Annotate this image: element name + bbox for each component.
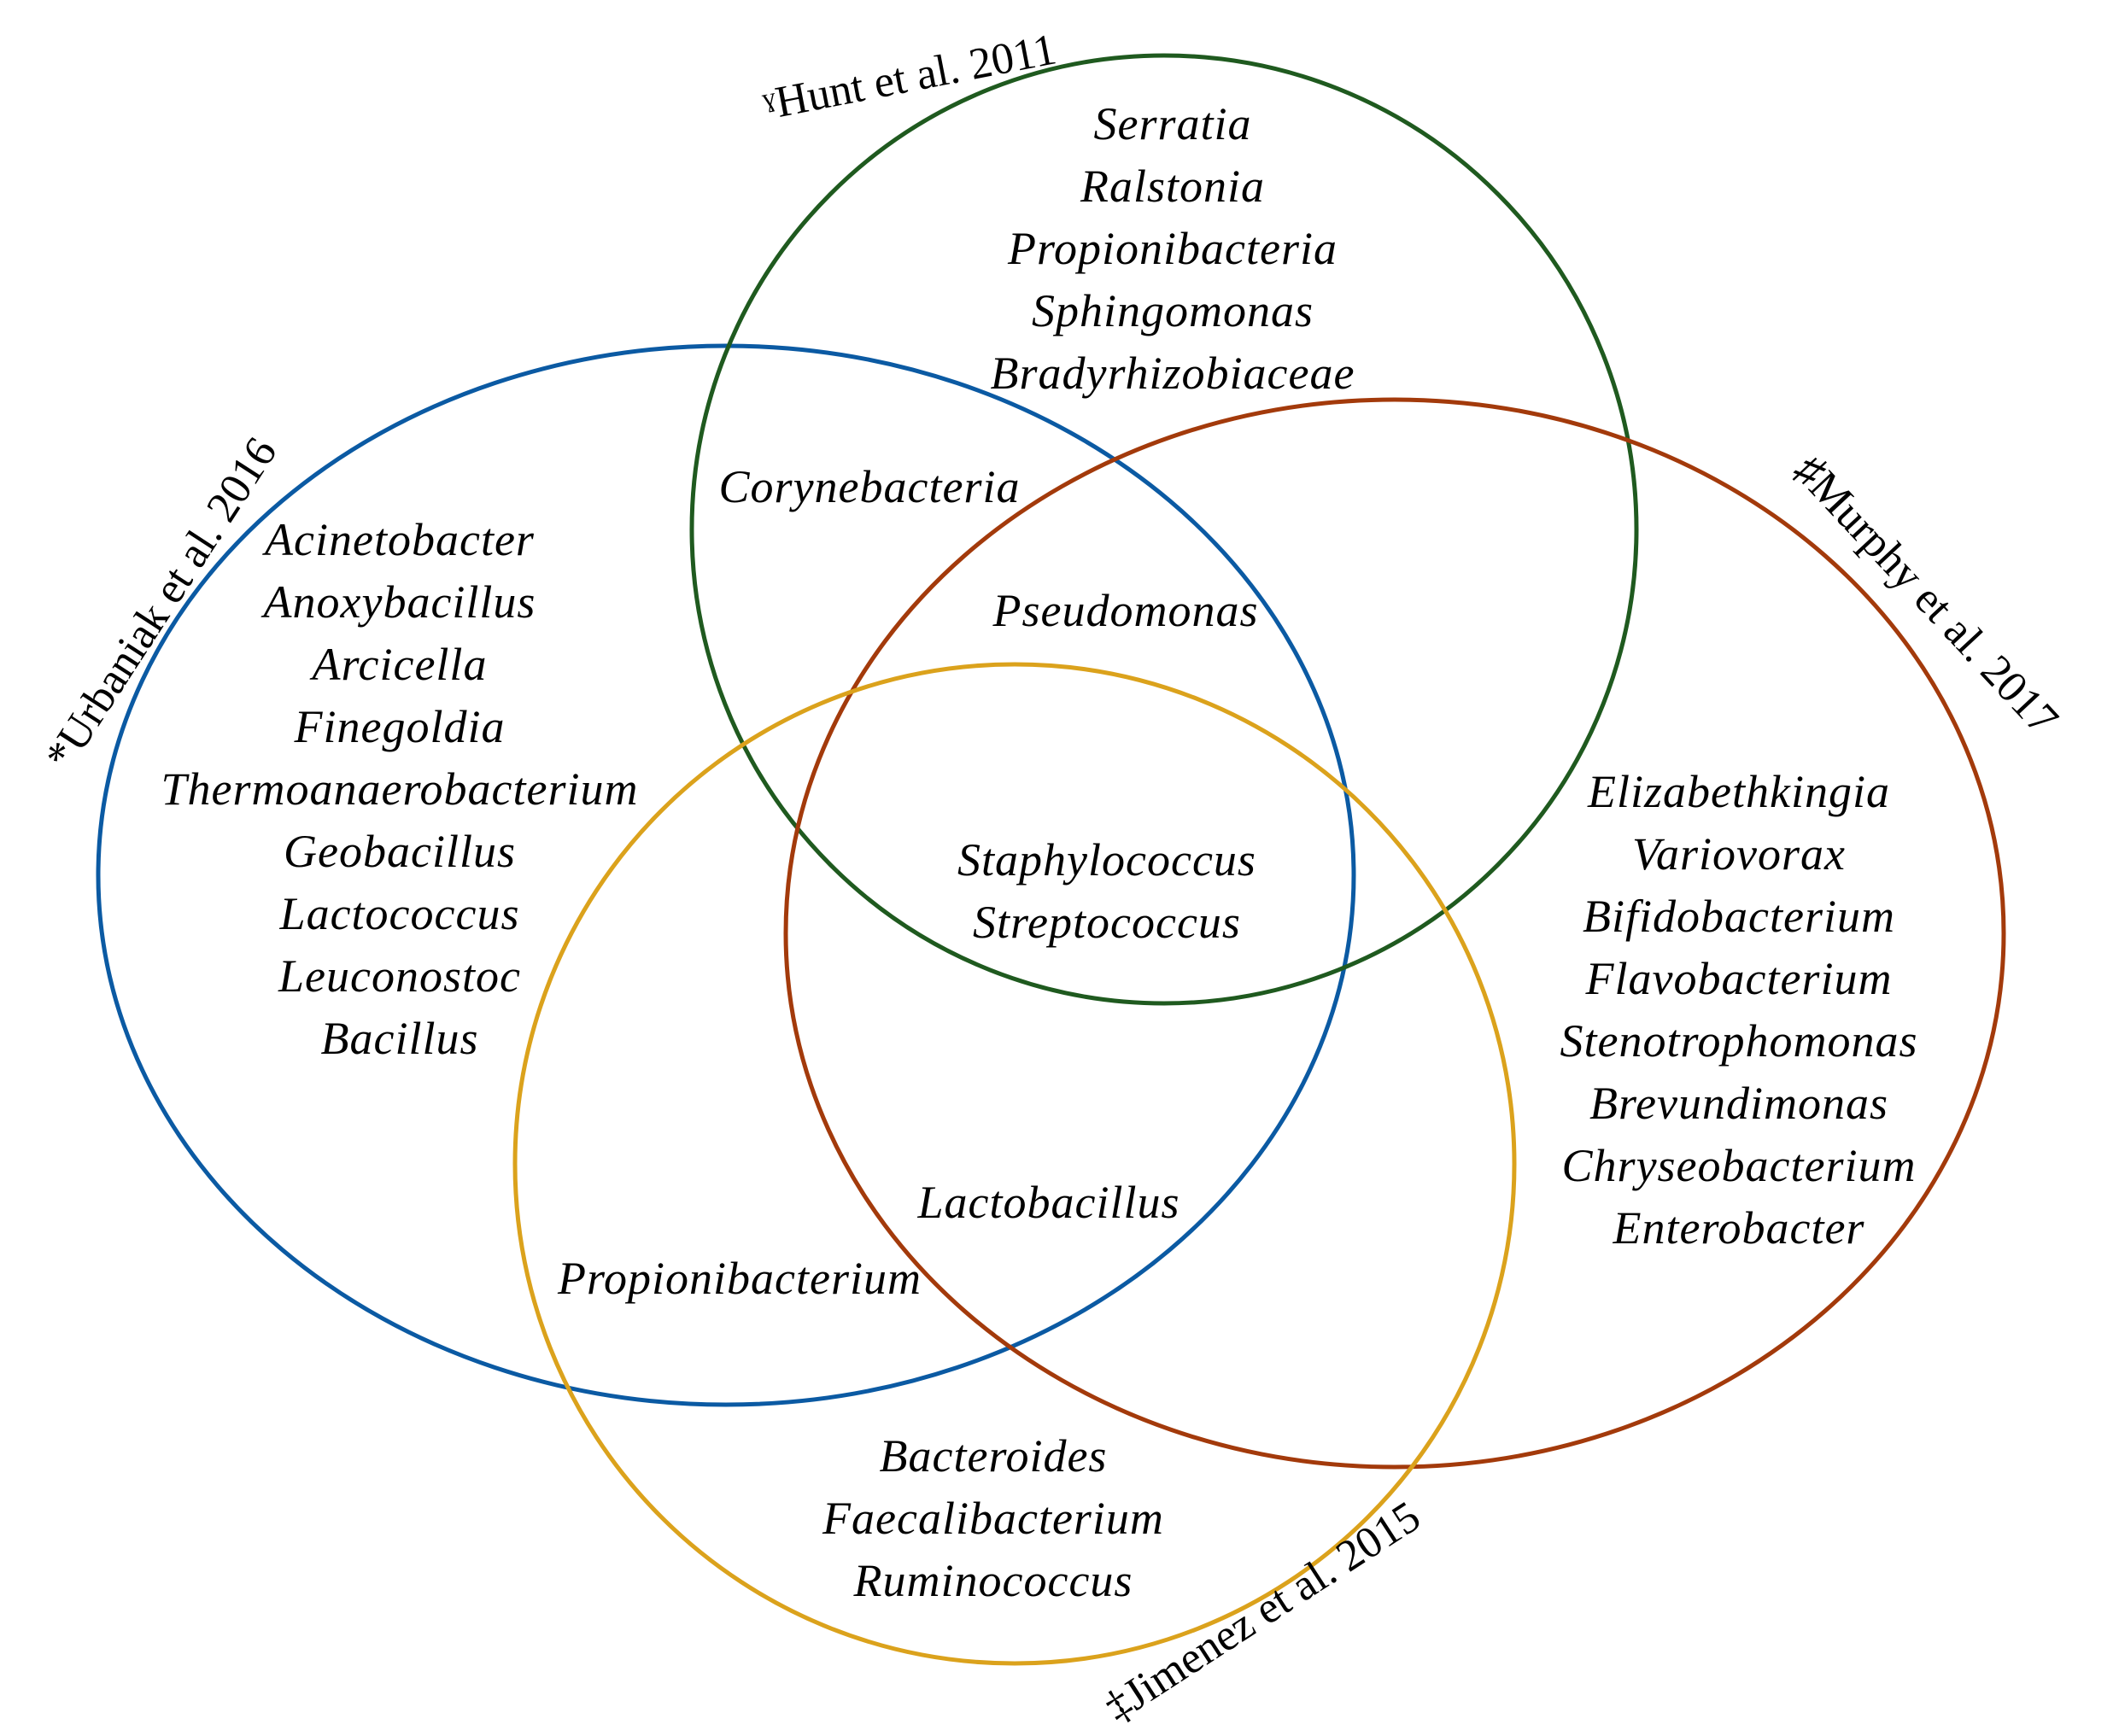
genus-label: Enterobacter (1613, 1202, 1865, 1254)
genus-label: Streptococcus (973, 897, 1241, 948)
genus-label: Pseudomonas (992, 585, 1259, 636)
hunt-label: ˠHunt et al. 2011 (758, 25, 1060, 129)
genus-label: Geobacillus (284, 826, 516, 877)
genus-label: Stenotrophomonas (1560, 1015, 1918, 1067)
genus-label: Ralstonia (1080, 161, 1265, 212)
genus-label: Acinetobacter (262, 514, 535, 565)
genus-label: Leuconostoc (278, 950, 521, 1002)
genus-label: Faecalibacterium (822, 1493, 1164, 1544)
urbaniak-ellipse (96, 343, 1356, 1407)
genus-label: Bacillus (321, 1013, 479, 1064)
genus-label: Serratia (1093, 98, 1251, 149)
murphy-ellipse (783, 397, 2006, 1470)
genus-label: Chryseobacterium (1562, 1140, 1917, 1191)
genus-label: Propionibacteria (1007, 223, 1338, 274)
genus-label: Corynebacteria (719, 461, 1021, 512)
genus-label: Lactobacillus (917, 1177, 1180, 1228)
genus-label: Bacteroides (880, 1430, 1108, 1482)
genus-label: Brevundimonas (1589, 1078, 1888, 1129)
genus-label: Bifidobacterium (1583, 891, 1895, 942)
murphy-label: ♯Murphy et al. 2017 (1784, 446, 2067, 744)
genus-label: Finegoldia (294, 701, 506, 752)
jimenez-ellipse (512, 662, 1517, 1666)
urbaniak-label: *Urbaniak et al. 2016 (36, 430, 286, 779)
genus-label: Bradyrhizobiaceae (991, 348, 1355, 399)
genus-label: Ruminococcus (853, 1555, 1133, 1606)
genus-label: Lactococcus (279, 888, 520, 939)
genus-label: Elizabethkingia (1587, 766, 1890, 817)
genus-label: Propionibacterium (557, 1253, 922, 1304)
genus-label: Flavobacterium (1585, 953, 1893, 1004)
genus-label: Anoxybacillus (261, 576, 536, 628)
hunt-ellipse (689, 53, 1639, 1006)
genus-label: Arcicella (310, 639, 488, 690)
genus-label: Variovorax (1632, 828, 1846, 880)
genus-label: Thermoanaerobacterium (161, 763, 639, 815)
genus-label: Staphylococcus (957, 834, 1256, 886)
genus-label: Sphingomonas (1032, 285, 1314, 336)
